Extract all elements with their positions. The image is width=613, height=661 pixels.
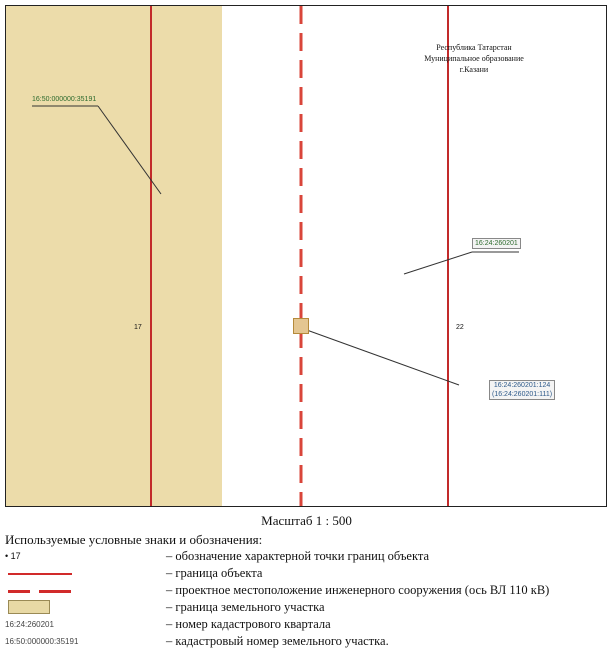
parcel-callout-2-line: (16:24:260201:111) [492, 391, 553, 398]
legend-dash [8, 590, 30, 593]
legend-desc: – граница земельного участка [166, 600, 325, 614]
admin-label-line: Республика Татарстан [436, 43, 512, 52]
legend-row: – граница объекта [5, 565, 610, 582]
cadastral-map: Республика Татарстан Муниципальное образ… [5, 5, 607, 507]
legend-dashed-symbol [5, 582, 165, 599]
admin-label: Республика Татарстан Муниципальное образ… [404, 42, 544, 75]
quarter-callout: 16:24:260201 [472, 238, 521, 249]
legend-title: Используемые условные знаки и обозначени… [5, 532, 263, 547]
point-marker [293, 318, 309, 334]
admin-label-line: г.Казани [459, 65, 489, 74]
legend-parcel-symbol [5, 599, 165, 616]
legend: Используемые условные знаки и обозначени… [5, 532, 610, 650]
map-overlay [32, 6, 519, 506]
leader-quarter [403, 251, 473, 275]
legend-desc: – номер кадастрового квартала [166, 617, 331, 631]
leader-parcel [97, 105, 162, 195]
point-22-label: 22 [456, 324, 464, 331]
admin-label-line: Муниципальное образование [424, 54, 524, 63]
legend-desc: – кадастровый номер земельного участка. [166, 634, 389, 648]
object-boundary-right [447, 6, 449, 506]
parcel-callout-2-line: 16:24:260201:124 [493, 382, 551, 389]
legend-solid-line [8, 573, 72, 575]
legend-row: – проектное местоположение инженерного с… [5, 582, 610, 599]
parcel-callout-2: 16:24:260201:124 (16:24:260201:111) [489, 380, 556, 400]
land-parcel-area [6, 6, 222, 506]
leader-point-parcel [303, 328, 460, 386]
legend-point-symbol: • 17 [5, 551, 21, 561]
legend-swatch [8, 600, 50, 614]
parcel-callout: 16:50:000000:35191 [32, 96, 97, 103]
legend-row: 16:50:000000:35191 – кадастровый номер з… [5, 633, 610, 650]
legend-desc: – обозначение характерной точки границ о… [166, 549, 430, 563]
scale-label: Масштаб 1 : 500 [261, 513, 352, 528]
legend-boundary-symbol [5, 565, 165, 582]
legend-row: 16:24:260201 – номер кадастрового кварта… [5, 616, 610, 633]
legend-quarter-symbol: 16:24:260201 [5, 620, 54, 629]
legend-cadastral-symbol: 16:50:000000:35191 [5, 637, 79, 646]
legend-row: • 17 – обозначение характерной точки гра… [5, 548, 610, 565]
object-boundary-left [150, 6, 152, 506]
legend-desc: – граница объекта [166, 566, 263, 580]
legend-dash [39, 590, 71, 593]
point-17-label: 17 [134, 324, 142, 331]
legend-row: – граница земельного участка [5, 599, 610, 616]
legend-desc: – проектное местоположение инженерного с… [166, 583, 550, 597]
